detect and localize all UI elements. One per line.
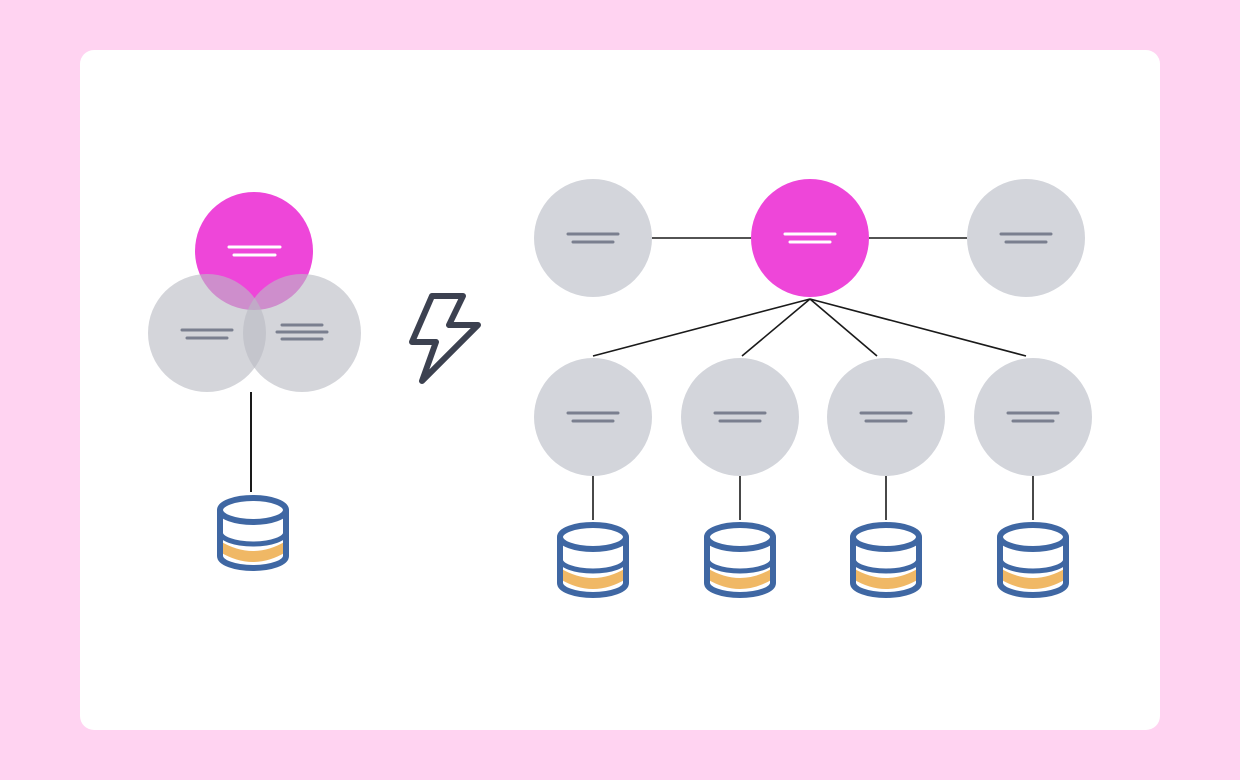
worker-node-4 — [974, 358, 1092, 520]
text-lines-icon — [713, 411, 767, 423]
edge-worker-3 — [809, 298, 878, 357]
database-icon — [850, 522, 922, 598]
lightning-bolt-icon — [409, 293, 481, 384]
edge-worker-4 — [809, 298, 1027, 357]
text-lines-icon — [566, 232, 620, 244]
left-replica-node-right — [243, 274, 361, 392]
text-lines-icon — [783, 232, 837, 244]
peer-node-right — [967, 179, 1085, 297]
text-lines-icon — [180, 328, 234, 340]
text-lines-icon — [275, 323, 329, 341]
edge-worker-2 — [741, 298, 811, 357]
database-icon — [704, 522, 776, 598]
text-lines-icon — [1006, 411, 1060, 423]
database-icon — [557, 522, 629, 598]
edge-worker-1 — [592, 298, 811, 357]
worker-node-2 — [681, 358, 799, 520]
right-edges — [592, 237, 1027, 357]
coordinator-node — [751, 179, 869, 297]
right-diagram — [534, 179, 1092, 598]
left-diagram — [148, 192, 361, 571]
left-replica-node-left — [148, 274, 266, 392]
text-lines-icon — [227, 245, 282, 257]
database-icon — [217, 495, 289, 571]
text-lines-icon — [859, 411, 913, 423]
worker-node-1 — [534, 358, 652, 520]
text-lines-icon — [999, 232, 1053, 244]
peer-node-left — [534, 179, 652, 297]
text-lines-icon — [566, 411, 620, 423]
worker-node-3 — [827, 358, 945, 520]
database-icon — [997, 522, 1069, 598]
